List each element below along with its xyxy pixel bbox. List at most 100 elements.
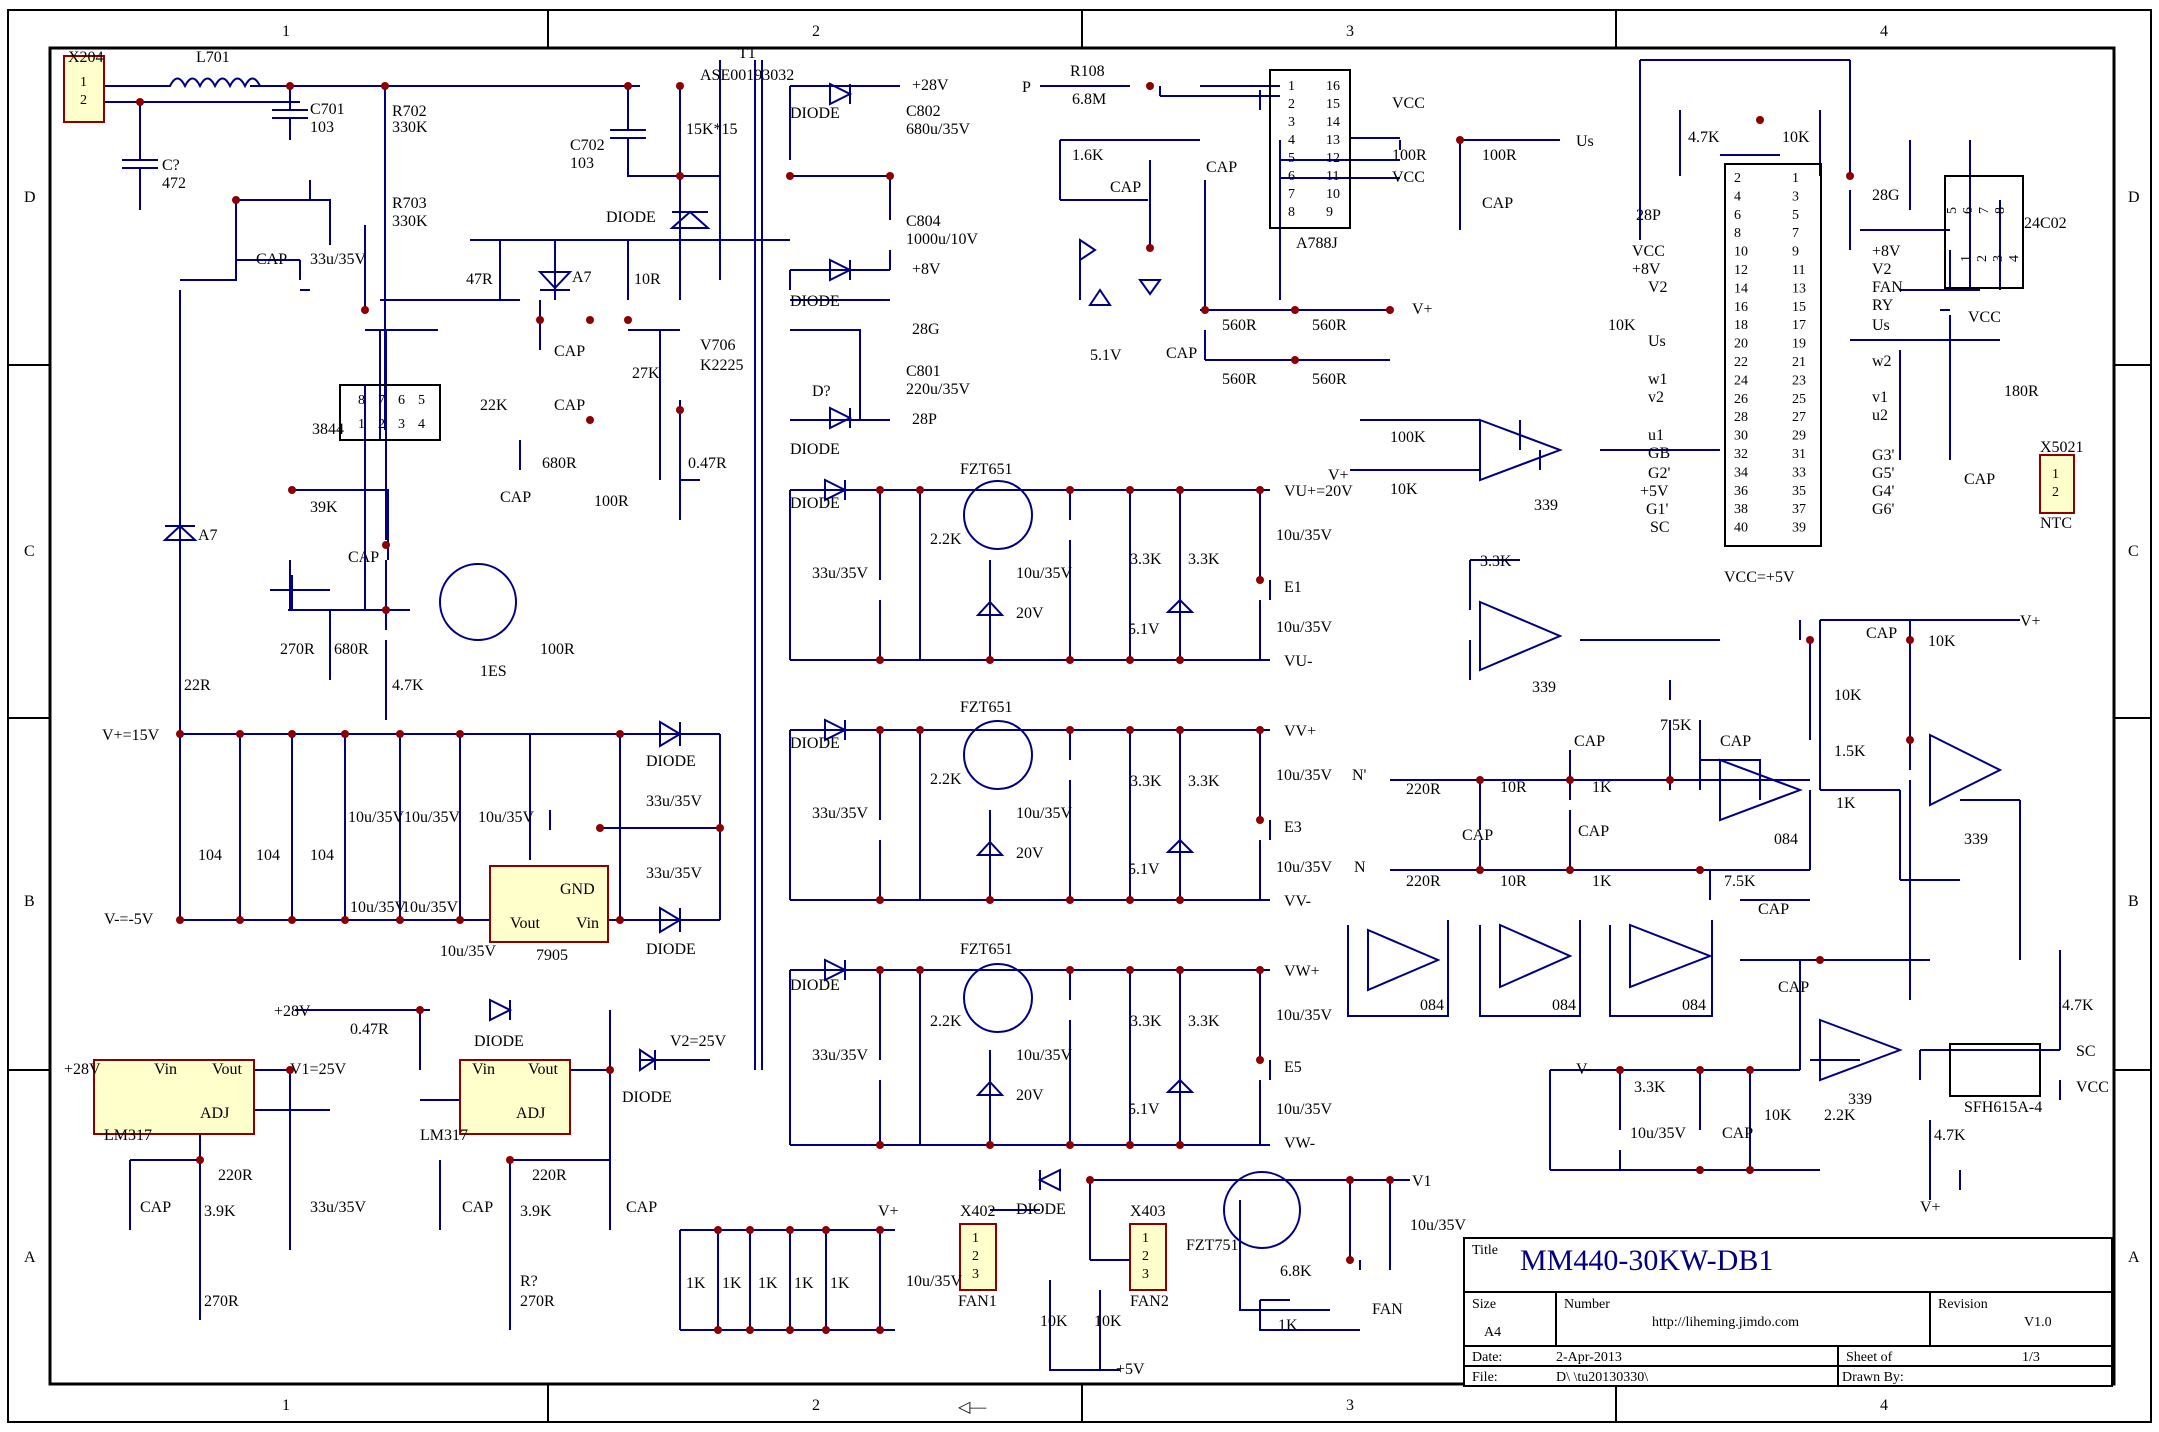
label-g1: G1' — [1646, 501, 1669, 518]
label-cap10: CAP — [1964, 471, 1995, 488]
col-label-2-top: 2 — [812, 23, 820, 40]
label-sc2: SC — [2076, 1043, 2096, 1060]
pin-3844-top: 5 — [418, 393, 425, 408]
label-c104a: 104 — [198, 847, 222, 864]
label-e1: E1 — [1284, 579, 1302, 596]
label-r702v: 330K — [392, 119, 428, 136]
label-c10u9: 10u/35V — [1276, 1101, 1332, 1118]
pin-conn40-left: 40 — [1734, 521, 1748, 536]
pin-3844-top: 8 — [358, 393, 365, 408]
pin-conn40-left: 16 — [1734, 300, 1748, 315]
pin-conn40-right: 13 — [1792, 281, 1806, 296]
opamp-339-a — [1479, 418, 1563, 482]
label-r1k4: 1K — [794, 1275, 814, 1292]
label-r10ka: 10K — [1390, 481, 1418, 498]
label-op339c: 339 — [1964, 831, 1988, 848]
pin-conn40-left: 30 — [1734, 429, 1748, 444]
label-vcc2: VCC — [1392, 169, 1425, 186]
pin-conn40-right: 39 — [1792, 521, 1806, 536]
label-r22: 22R — [184, 677, 211, 694]
row-label-c-left: C — [24, 543, 35, 560]
pin-x402: 1 — [972, 1231, 979, 1246]
connector-40pin — [1724, 163, 1822, 547]
connector-x5021 — [2039, 454, 2075, 514]
label-r33k: 3.3K — [1480, 553, 1512, 570]
label-r75ka: 7.5K — [1660, 717, 1692, 734]
label-c802v: 680u/35V — [906, 121, 970, 138]
label-vum: VU- — [1284, 653, 1312, 670]
label-r33a: 3.3K — [1130, 551, 1162, 568]
label-p28v: +28V — [912, 77, 949, 94]
label-r108: R108 — [1070, 63, 1105, 80]
file-label: File: — [1472, 1370, 1498, 1385]
label-r180: 180R — [2004, 383, 2039, 400]
label-r47k: 4.7K — [392, 677, 424, 694]
transistor-fzt651-u — [963, 480, 1033, 550]
label-p8v3: +8V — [1632, 261, 1661, 278]
label-r22k: 22K — [480, 397, 508, 414]
label-vplus5: V+ — [878, 1203, 899, 1220]
pin-a788j-right: 15 — [1326, 97, 1340, 112]
zener-20v-v — [975, 840, 1005, 856]
label-cap6: CAP — [1110, 179, 1141, 196]
label-p5v: +5V — [1640, 483, 1669, 500]
label-vu20: VU+=20V — [1284, 483, 1353, 500]
label-u1: u1 — [1648, 427, 1664, 444]
label-r10: 10R — [634, 271, 661, 288]
label-n28p: 28P — [912, 411, 937, 428]
label-r1k3: 1K — [758, 1275, 778, 1292]
label-vin1: Vin — [576, 915, 599, 932]
label-op084c: 084 — [1552, 997, 1576, 1014]
ic-3844 — [339, 384, 441, 441]
label-ntc: NTC — [2040, 515, 2072, 532]
zener-20v-w — [975, 1080, 1005, 1096]
pin-x5021: 1 — [2052, 467, 2059, 482]
label-r1ka: 1K — [1592, 779, 1612, 796]
label-r680b: 680R — [334, 641, 369, 658]
label-vplus3: V+ — [2020, 613, 2041, 630]
label-r10ke: 10K — [1928, 633, 1956, 650]
pin-conn40-left: 12 — [1734, 263, 1748, 278]
diode-a788-a — [1079, 238, 1097, 262]
label-r10kc: 10K — [1782, 129, 1810, 146]
pin-a788j-right: 10 — [1326, 187, 1340, 202]
label-c10u2: 10u/35V — [1016, 805, 1072, 822]
label-cap11: CAP — [1866, 625, 1897, 642]
col-label-1-bottom: 1 — [282, 1397, 290, 1414]
label-vcc1: VCC — [1392, 95, 1425, 112]
pin-conn40-right: 19 — [1792, 337, 1806, 352]
label-r560d: 560R — [1312, 371, 1347, 388]
pin-conn40-right: 7 — [1792, 226, 1799, 241]
label-op339a: 339 — [1534, 497, 1558, 514]
number-value: http://liheming.jimdo.com — [1652, 1315, 1799, 1330]
label-r702: R702 — [392, 103, 427, 120]
pin-conn40-right: 23 — [1792, 373, 1806, 388]
pin-conn40-right: 27 — [1792, 410, 1806, 425]
pin-a788j-left: 4 — [1288, 133, 1295, 148]
label-c10u4: 10u/35V — [1276, 527, 1332, 544]
junctions — [136, 82, 1914, 1334]
col-label-3-bottom: 3 — [1346, 1397, 1354, 1414]
pin-a788j-right: 12 — [1326, 151, 1340, 166]
label-fzt1: FZT651 — [960, 461, 1012, 478]
date-value: 2-Apr-2013 — [1556, 1350, 1622, 1365]
label-c10i: 10u/35V — [1410, 1217, 1466, 1234]
pin-24c02-bottom: 2 — [1975, 255, 1990, 262]
label-r100k: 100K — [1390, 429, 1426, 446]
label-diode8: DIODE — [622, 1089, 672, 1106]
label-r220a: 220R — [1406, 781, 1441, 798]
label-us1: Us — [1576, 133, 1594, 150]
pin-conn40-left: 6 — [1734, 208, 1741, 223]
label-nq: N' — [1352, 767, 1367, 784]
label-vwp: VW+ — [1284, 963, 1320, 980]
label-t1p: ASE00193032 — [700, 67, 794, 84]
label-z51a: 5.1V — [1128, 621, 1160, 638]
label-r10kg: 10K — [1764, 1107, 1792, 1124]
label-lm317b: LM317 — [420, 1127, 468, 1144]
components — [63, 55, 2075, 1291]
pin-conn40-right: 5 — [1792, 208, 1799, 223]
label-vm: V- — [1576, 1061, 1591, 1078]
label-c33u3: 33u/35V — [812, 1047, 868, 1064]
label-v2a: V2 — [1648, 279, 1668, 296]
title-label: Title — [1472, 1243, 1498, 1258]
